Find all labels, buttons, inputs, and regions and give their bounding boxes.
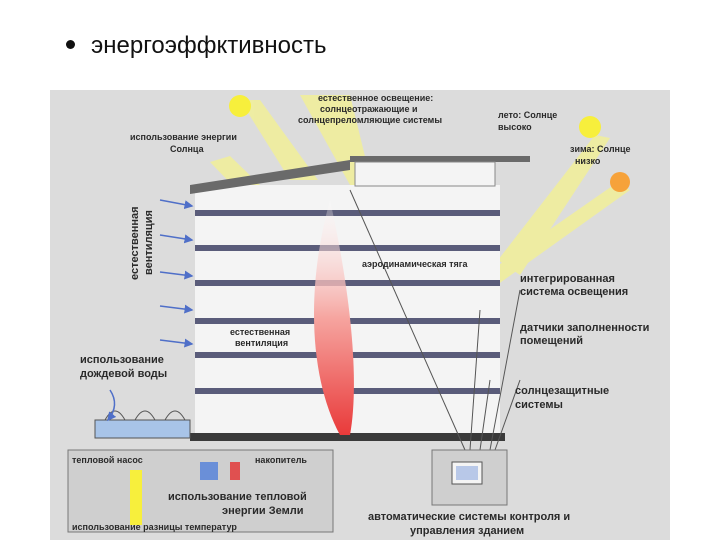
- label-auto-2: управления зданием: [410, 525, 524, 537]
- roof-light-room: [354, 161, 496, 187]
- label-summer-1: лето: Солнце: [498, 110, 557, 120]
- label-integrated-light-1: интегрированная: [520, 273, 615, 285]
- sun-icon-high: [579, 116, 601, 138]
- sun-beams: [210, 95, 630, 290]
- bullet-dot: [66, 40, 75, 50]
- label-solar-use-1: использование энергии: [130, 132, 237, 142]
- label-storage: накопитель: [255, 455, 307, 465]
- heat-pump-unit: [200, 462, 218, 480]
- label-natural-light-1: естественное освещение:: [318, 93, 433, 103]
- label-natural-light-3: солнцепреломляющие системы: [298, 115, 442, 125]
- label-aero-draft: аэродинамическая тяга: [362, 259, 469, 269]
- bullet-item: энергоэффктивность: [66, 32, 327, 60]
- label-summer-2: высоко: [498, 122, 532, 132]
- rain-water-arches: [104, 410, 186, 421]
- label-natural-light-2: солнцеотражающие и: [320, 104, 418, 114]
- label-nat-vent-side-2: вентиляция: [143, 210, 155, 275]
- ventilation-arrows: [107, 199, 194, 422]
- roof-left: [190, 160, 350, 194]
- label-rain-1: использование: [80, 354, 164, 366]
- ground-probe: [130, 470, 142, 525]
- label-occupancy-1: датчики заполненности: [520, 322, 649, 334]
- ground-slab: [190, 433, 505, 441]
- label-integrated-light-2: система освещения: [520, 286, 628, 298]
- label-occupancy-2: помещений: [520, 335, 583, 347]
- diagram-labels: естественное освещение: солнцеотражающие…: [72, 93, 649, 537]
- control-pointer-lines: [349, 189, 521, 451]
- label-sunshade-2: системы: [515, 399, 563, 411]
- storage-tank: [230, 462, 240, 480]
- energy-efficiency-diagram: естественное освещение: солнцеотражающие…: [50, 90, 670, 540]
- label-solar-use-2: Солнца: [170, 144, 205, 154]
- sun-icon-low: [610, 172, 630, 192]
- label-geo-2: энергии Земли: [222, 505, 303, 517]
- label-winter-1: зима: Солнце: [570, 144, 631, 154]
- label-nat-vent-side-1: естественная: [129, 206, 141, 280]
- roof-right: [350, 156, 530, 162]
- monitor-screen: [456, 466, 478, 480]
- label-sunshade-1: солнцезащитные: [515, 385, 609, 397]
- aerodynamic-draft-plume: [313, 200, 354, 435]
- rain-water-basin: [94, 419, 191, 439]
- sun-icon-main: [229, 95, 251, 117]
- label-rain-2: дождевой воды: [80, 368, 167, 380]
- label-winter-2: низко: [575, 156, 601, 166]
- bullet-text: энергоэффктивность: [91, 32, 327, 59]
- label-auto-1: автоматические системы контроля и: [368, 511, 570, 523]
- label-temp-diff: использование разницы температур: [72, 522, 237, 532]
- label-nat-vent-in-1: естественная: [230, 327, 290, 337]
- label-heat-pump: тепловой насос: [72, 455, 143, 465]
- label-geo-1: использование тепловой: [168, 491, 307, 503]
- label-nat-vent-in-2: вентиляция: [235, 338, 288, 348]
